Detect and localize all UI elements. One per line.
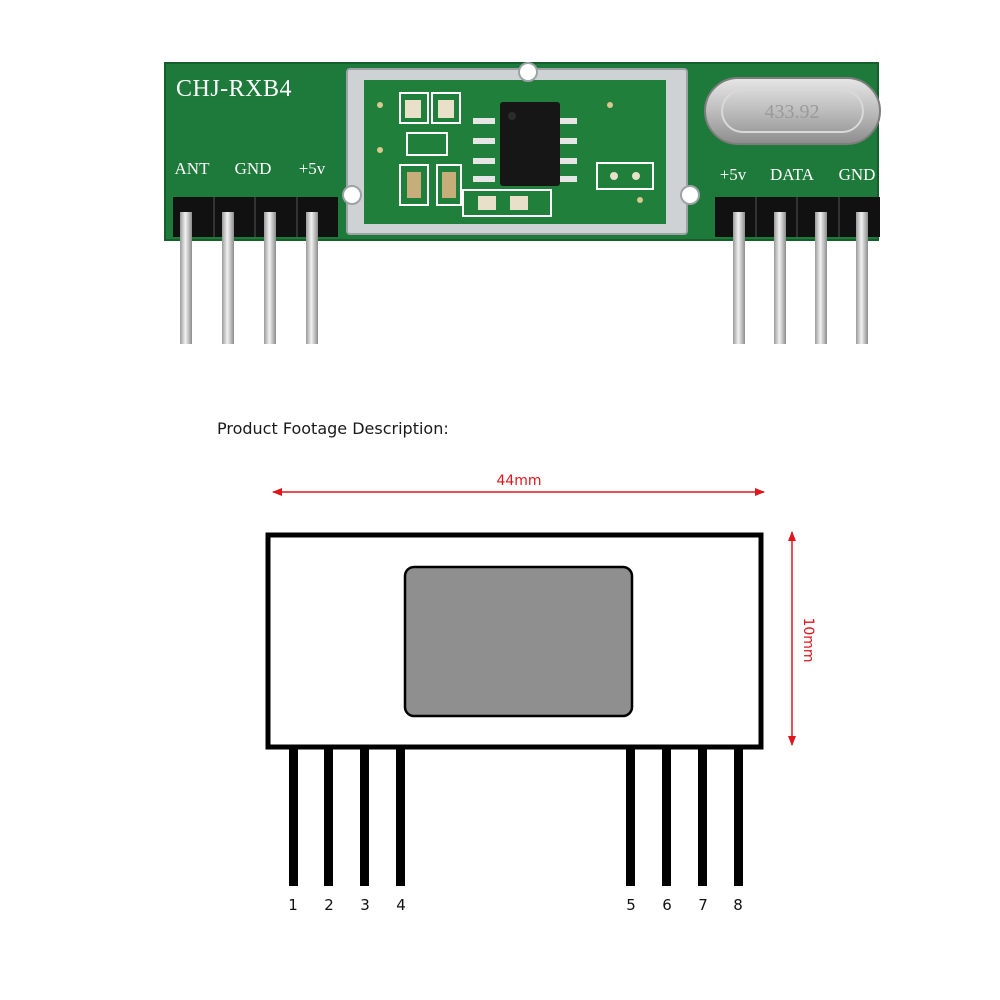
pin-number-8: 8 <box>733 896 743 914</box>
pin-number-3: 3 <box>360 896 370 914</box>
diagram-pin-3 <box>360 749 369 886</box>
left-pin-header <box>173 197 338 344</box>
diagram-pins <box>289 749 743 886</box>
crystal-marking: 433.92 <box>765 101 820 123</box>
left-pin-label-gnd: GND <box>235 159 272 178</box>
diagram-pin-8 <box>734 749 743 886</box>
right-pin-label-gnd: GND <box>839 165 876 184</box>
diagram-pin-1 <box>289 749 298 886</box>
pin-number-2: 2 <box>324 896 334 914</box>
diagram-pin-4 <box>396 749 405 886</box>
pin-number-7: 7 <box>698 896 708 914</box>
ic-chip <box>473 102 577 186</box>
footprint-diagram: 44mm 10mm 1 2 3 4 5 6 7 8 <box>265 473 816 914</box>
shield-window <box>403 565 634 718</box>
diagram-pin-6 <box>662 749 671 886</box>
board-title: CHJ-RXB4 <box>176 76 292 102</box>
diagram-pin-7 <box>698 749 707 886</box>
left-pin-label-ant: ANT <box>175 159 211 178</box>
diagram-pin-2 <box>324 749 333 886</box>
smd-components <box>377 92 654 217</box>
height-dimension-label: 10mm <box>800 617 816 662</box>
pin-number-4: 4 <box>396 896 406 914</box>
pin-number-5: 5 <box>626 896 636 914</box>
right-pin-header <box>715 197 880 344</box>
left-pin-label-5v: +5v <box>299 159 326 178</box>
footprint-caption: Product Footage Description: <box>217 419 449 438</box>
rf-module-photo: CHJ-RXB4 <box>164 62 881 344</box>
diagram-pin-5 <box>626 749 635 886</box>
crystal-oscillator: 433.92 <box>704 77 881 145</box>
width-dimension-label: 44mm <box>496 473 541 489</box>
right-pin-label-5v: +5v <box>720 165 747 184</box>
pin-number-6: 6 <box>662 896 672 914</box>
pin-number-1: 1 <box>288 896 298 914</box>
right-pin-label-data: DATA <box>770 165 815 184</box>
